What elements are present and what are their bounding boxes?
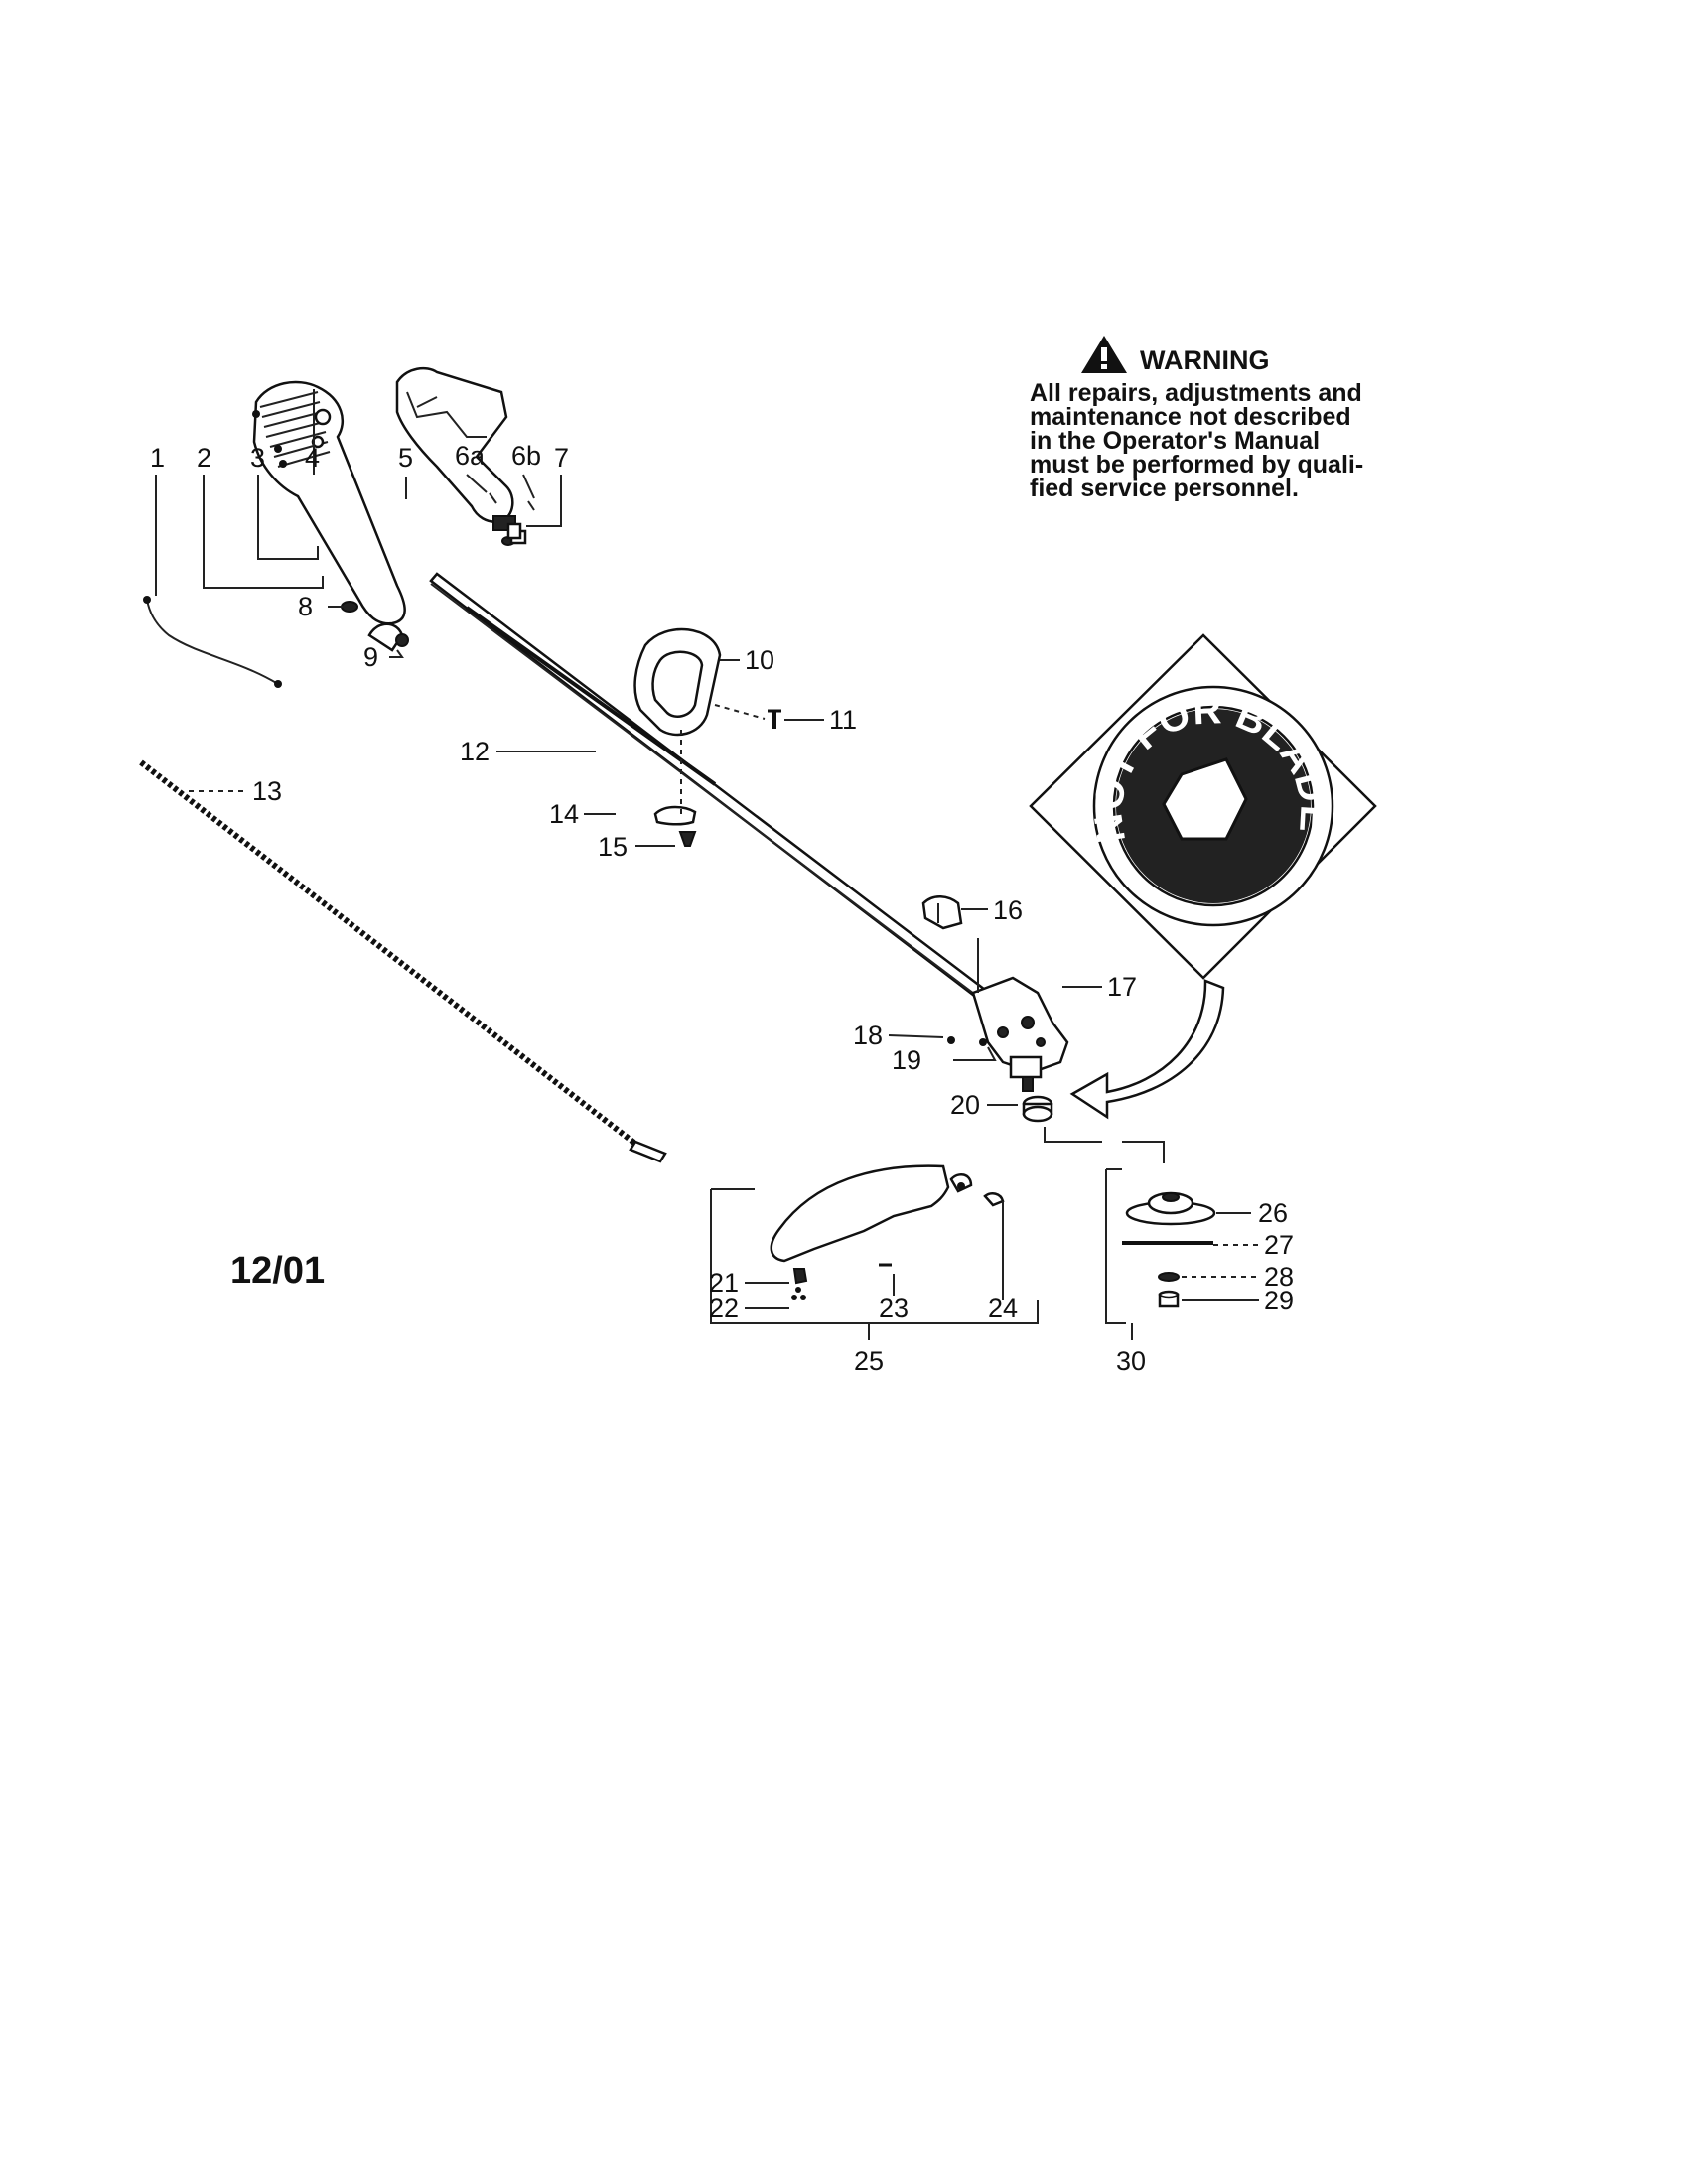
part-flex-shaft bbox=[139, 759, 667, 1163]
inset-arrow bbox=[1069, 979, 1225, 1120]
part-label: 16 bbox=[993, 895, 1023, 925]
warning-block: WARNING All repairs, adjustments and mai… bbox=[1030, 336, 1363, 502]
part-label: 17 bbox=[1107, 972, 1137, 1002]
part-label: 2 bbox=[197, 443, 211, 473]
part-label: 15 bbox=[598, 832, 628, 862]
part-label: 10 bbox=[745, 645, 774, 675]
part-label: 29 bbox=[1264, 1286, 1294, 1315]
part-handle-housing bbox=[252, 380, 406, 625]
part-assist-handle bbox=[633, 627, 722, 737]
part-label: 13 bbox=[252, 776, 282, 806]
part-label: 28 bbox=[1264, 1262, 1294, 1292]
date-code: 12/01 bbox=[230, 1250, 325, 1292]
part-label: 20 bbox=[950, 1090, 980, 1120]
part-spool-kit bbox=[1122, 1191, 1216, 1308]
part-label: 25 bbox=[854, 1346, 884, 1376]
warning-line: fied service personnel. bbox=[1030, 475, 1299, 502]
leader-lines bbox=[155, 389, 1259, 1340]
part-labels: 1 2 3 4 5 6a 6b 7 8 9 10 11 12 13 14 15 … bbox=[150, 441, 1294, 1376]
part-shield bbox=[770, 1164, 973, 1263]
part-screws bbox=[252, 410, 287, 468]
part-label: 23 bbox=[879, 1294, 909, 1323]
part-label: 26 bbox=[1258, 1198, 1288, 1228]
part-adapter bbox=[1022, 1095, 1053, 1123]
part-gear-head bbox=[971, 976, 1069, 1092]
part-label: 21 bbox=[709, 1268, 739, 1297]
part-label: 4 bbox=[305, 443, 320, 473]
part-label: 6a bbox=[455, 441, 486, 471]
part-label: 12 bbox=[460, 737, 490, 766]
part-label: 3 bbox=[250, 443, 265, 473]
part-label: 18 bbox=[853, 1021, 883, 1050]
part-label: 11 bbox=[829, 705, 857, 735]
warning-icon bbox=[1081, 336, 1127, 373]
part-bracket bbox=[921, 895, 963, 930]
warning-line: in the Operator's Manual bbox=[1030, 427, 1320, 455]
part-drive-tube bbox=[429, 572, 995, 1007]
part-label: 14 bbox=[549, 799, 579, 829]
part-label: 30 bbox=[1116, 1346, 1146, 1376]
part-clamp-hardware bbox=[653, 709, 781, 847]
part-label: 8 bbox=[298, 592, 313, 621]
part-label: 6b bbox=[511, 441, 541, 471]
warning-line: must be performed by quali- bbox=[1030, 451, 1363, 478]
part-label: 22 bbox=[709, 1294, 739, 1323]
warning-line: maintenance not described bbox=[1030, 403, 1351, 431]
part-pins bbox=[489, 492, 535, 540]
warning-title: WARNING bbox=[1140, 345, 1270, 375]
part-label: 27 bbox=[1264, 1230, 1294, 1260]
part-shield-hardware bbox=[791, 1192, 1005, 1300]
part-label: 1 bbox=[150, 443, 165, 473]
part-label: 5 bbox=[398, 443, 413, 473]
warning-line: All repairs, adjustments and bbox=[1030, 379, 1362, 407]
part-label: 7 bbox=[554, 443, 569, 473]
part-gearhead-screws bbox=[947, 1036, 987, 1046]
part-label: 24 bbox=[988, 1294, 1018, 1323]
part-throttle-cable bbox=[143, 596, 282, 688]
part-label: 9 bbox=[363, 642, 378, 672]
part-label: 19 bbox=[892, 1045, 921, 1075]
